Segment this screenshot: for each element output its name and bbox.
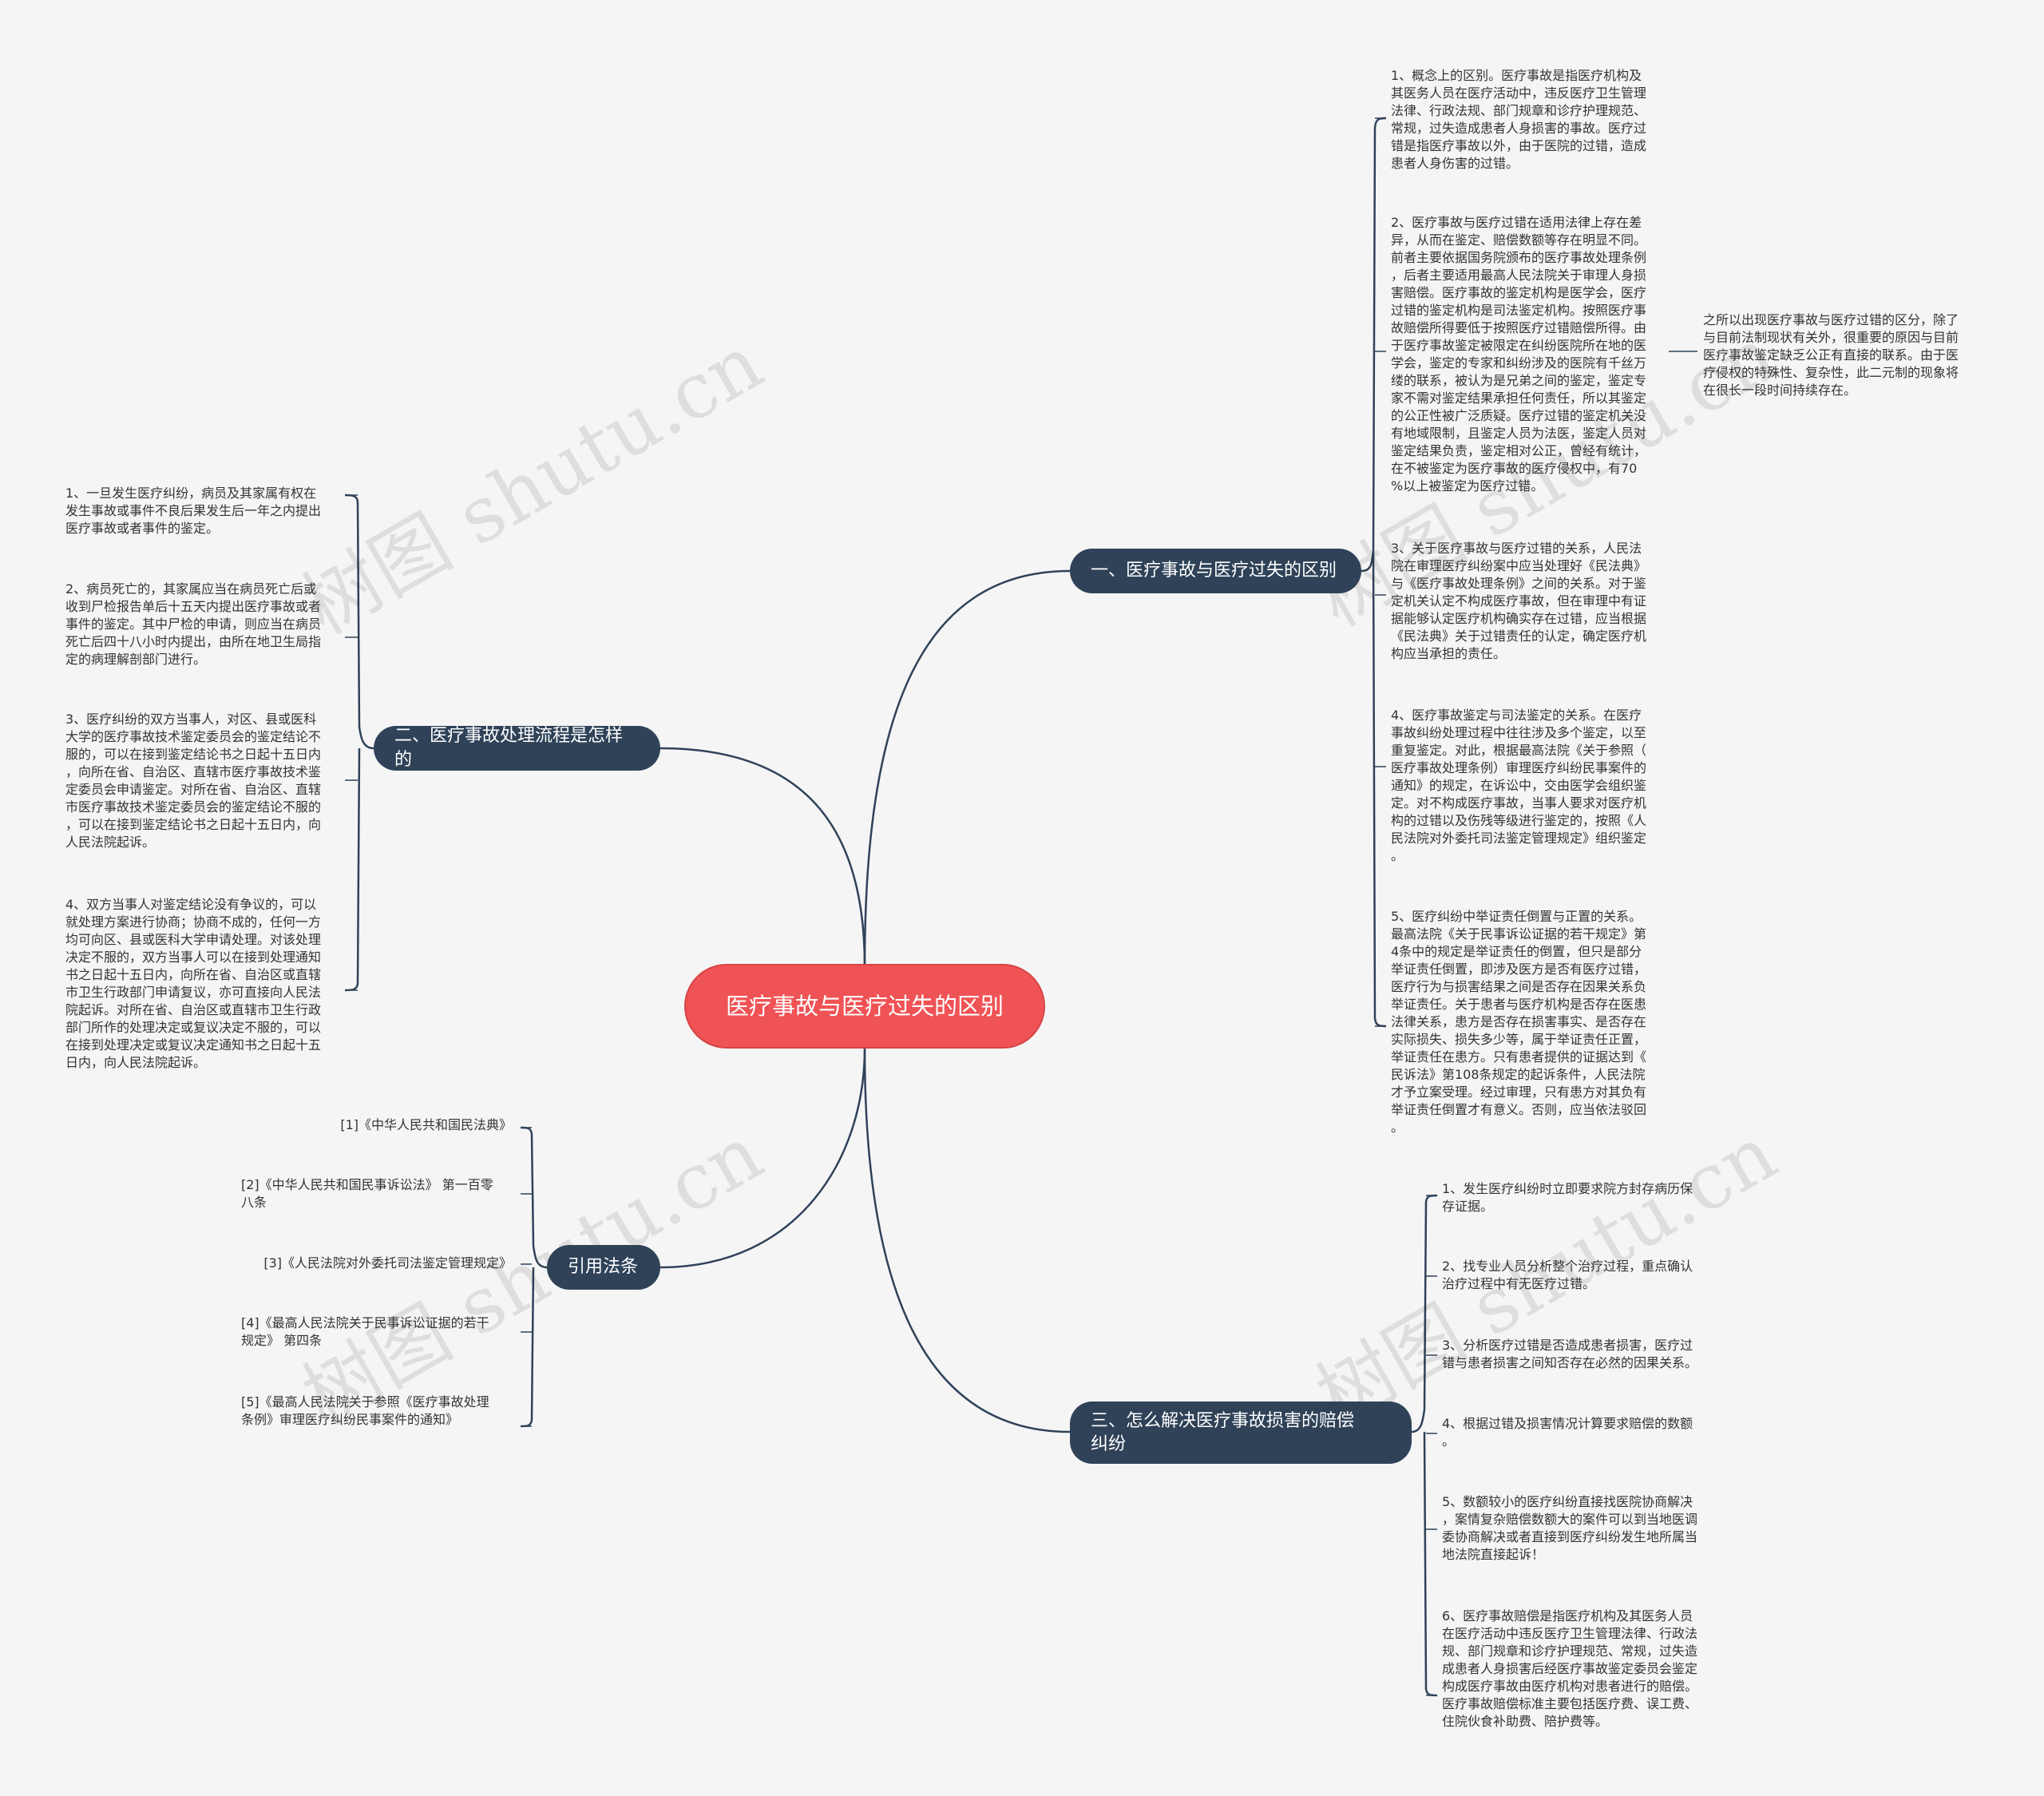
topic-2-item-4: 4、双方当事人对鉴定结论没有争议的，可以 就处理方案进行协商；协商不成的，任何一… [65, 897, 322, 1070]
topic-1-item-2: 2、医疗事故与医疗过错在适用法律上存在差 异，从而在鉴定、赔偿数额等存在明显不同… [1391, 215, 1647, 494]
citation-3: [3]《人民法院对外委托司法鉴定管理规定》 [263, 1255, 512, 1271]
topic-1-item-3: 3、关于医疗事故与医疗过错的关系，人民法 院在审理医疗纠纷案中应当处理好《民法典… [1391, 541, 1647, 661]
topic-3-item-1: 1、发生医疗纠纷时立即要求院方封存病历保 存证据。 [1442, 1181, 1693, 1214]
topic-1[interactable]: 一、医疗事故与医疗过失的区别 [1070, 549, 1361, 593]
topic-1-item-1: 1、概念上的区别。医疗事故是指医疗机构及 其医务人员在医疗活动中，违反医疗卫生管… [1391, 68, 1647, 171]
topic-4[interactable]: 引用法条 [547, 1245, 660, 1290]
topic-3[interactable]: 三、怎么解决医疗事故损害的赔偿 纠纷 [1070, 1402, 1412, 1464]
citation-5: [5]《最高人民法院关于参照《医疗事故处理 条例》审理医疗纠纷民事案件的通知》 [241, 1394, 489, 1427]
topic-3-item-5: 5、数额较小的医疗纠纷直接找医院协商解决 ，案情复杂赔偿数额大的案件可以到当地医… [1442, 1494, 1698, 1562]
topic-1-item-5: 5、医疗纠纷中举证责任倒置与正置的关系。 最高法院《关于民事诉讼证据的若干规定》… [1391, 909, 1647, 1135]
root-topic[interactable]: 医疗事故与医疗过失的区别 [684, 964, 1045, 1049]
link-root-t3 [863, 1048, 1071, 1433]
topic-3-item-2: 2、找专业人员分析整个治疗过程，重点确认 治疗过程中有无医疗过错。 [1442, 1259, 1693, 1291]
topic-1-item-4: 4、医疗事故鉴定与司法鉴定的关系。在医疗 事故纠纷处理过程中往往涉及多个鉴定，以… [1391, 708, 1647, 863]
citation-2: [2]《中华人民共和国民事诉讼法》 第一百零 八条 [241, 1177, 493, 1210]
citation-1: [1]《中华人民共和国民法典》 [340, 1117, 512, 1132]
link-root-t4 [660, 1048, 866, 1269]
topic-2[interactable]: 二、医疗事故处理流程是怎样的 [374, 726, 660, 771]
topic-3-item-4: 4、根据过错及损害情况计算要求赔偿的数额 。 [1442, 1416, 1693, 1449]
topic-2-item-3: 3、医疗纠纷的双方当事人，对区、县或医科 大学的医疗事故技术鉴定委员会的鉴定结论… [65, 712, 322, 850]
topic-3-item-3: 3、分析医疗过错是否造成患者损害，医疗过 错与患者损害之间知否存在必然的因果关系… [1442, 1338, 1698, 1370]
citation-4: [4]《最高人民法院关于民事诉讼证据的若干 规定》 第四条 [241, 1315, 489, 1348]
topic-3-item-6: 6、医疗事故赔偿是指医疗机构及其医务人员 在医疗活动中违反医疗卫生管理法律、行政… [1442, 1608, 1698, 1729]
topic-2-item-2: 2、病员死亡的，其家属应当在病员死亡后或 收到尸检报告单后十五天内提出医疗事故或… [65, 581, 322, 667]
link-root-t2 [660, 747, 866, 967]
topic-2-item-1: 1、一旦发生医疗纠纷，病员及其家属有权在 发生事故或事件不良后果发生后一年之内提… [65, 486, 322, 536]
topic-1-note: 之所以出现医疗事故与医疗过错的区分，除了 与目前法制现状有关外，很重要的原因与目… [1703, 312, 1959, 398]
link-root-t1 [863, 569, 1071, 967]
